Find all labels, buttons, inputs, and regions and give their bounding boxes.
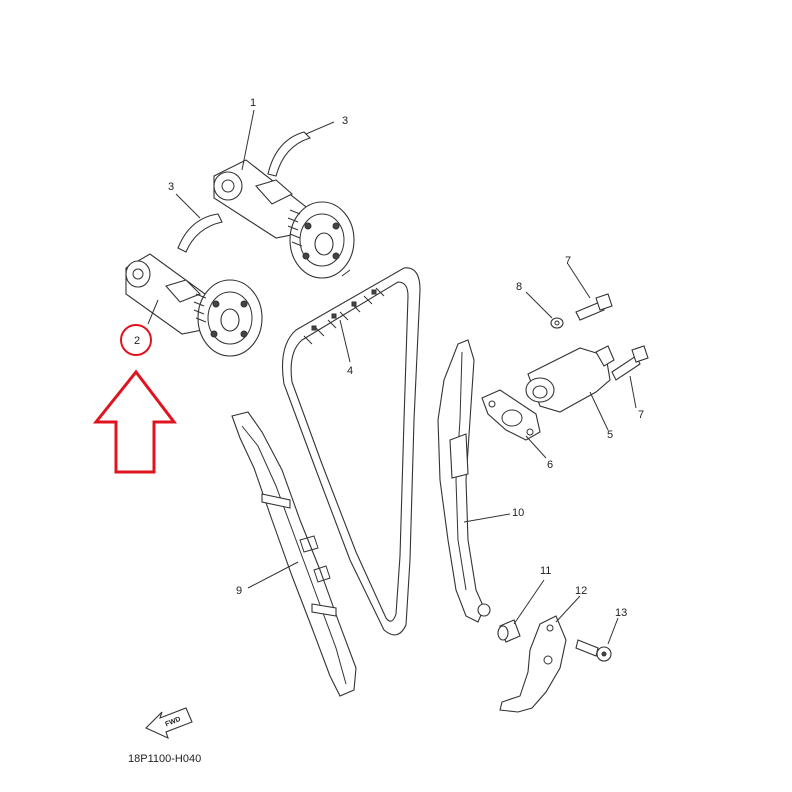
callout-6: 6 [547, 459, 553, 471]
part-7-bolt-lower [611, 345, 649, 381]
part-8-washer [550, 317, 564, 329]
callout-7-lower: 7 [638, 409, 644, 421]
callout-4: 4 [347, 365, 353, 377]
callout-3-lower: 3 [168, 181, 174, 193]
part-3-upper-clip [267, 131, 312, 177]
callout-13: 13 [615, 607, 627, 619]
highlight-circle [120, 324, 152, 356]
chain-links [303, 287, 385, 345]
callout-1: 1 [250, 97, 256, 109]
part-3-lower-clip [177, 213, 223, 253]
part-4-cam-chain [281, 267, 421, 636]
callout-5: 5 [607, 429, 613, 441]
leader-lines [147, 109, 637, 645]
part-12-bracket [499, 615, 567, 713]
part-9-chain-guide [231, 411, 357, 697]
callout-10: 10 [512, 507, 524, 519]
callout-8: 8 [516, 281, 522, 293]
part-5-tensioner [525, 345, 615, 413]
highlight-arrow [92, 369, 178, 474]
callout-numbers: 1 3 3 2 4 5 6 7 7 8 9 10 11 12 13 [134, 97, 644, 619]
part-11-collar [497, 619, 521, 643]
callout-9: 9 [236, 585, 242, 597]
highlight-annotation [92, 324, 178, 474]
fwd-arrow: FWD [145, 707, 193, 740]
part-7-bolt-upper [575, 293, 613, 321]
callout-11: 11 [540, 565, 551, 577]
part-10-chain-guide [437, 339, 491, 623]
part-6-gasket [481, 389, 541, 441]
callout-12: 12 [575, 585, 587, 597]
part-1-camshaft [213, 159, 355, 279]
callout-2: 2 [134, 335, 140, 347]
part-2-camshaft [125, 253, 263, 357]
callout-3-upper: 3 [342, 115, 348, 127]
diagram-code: 18P1100-H040 [128, 753, 201, 765]
part-13-bolt [575, 639, 612, 662]
callout-7-upper: 7 [565, 255, 571, 267]
